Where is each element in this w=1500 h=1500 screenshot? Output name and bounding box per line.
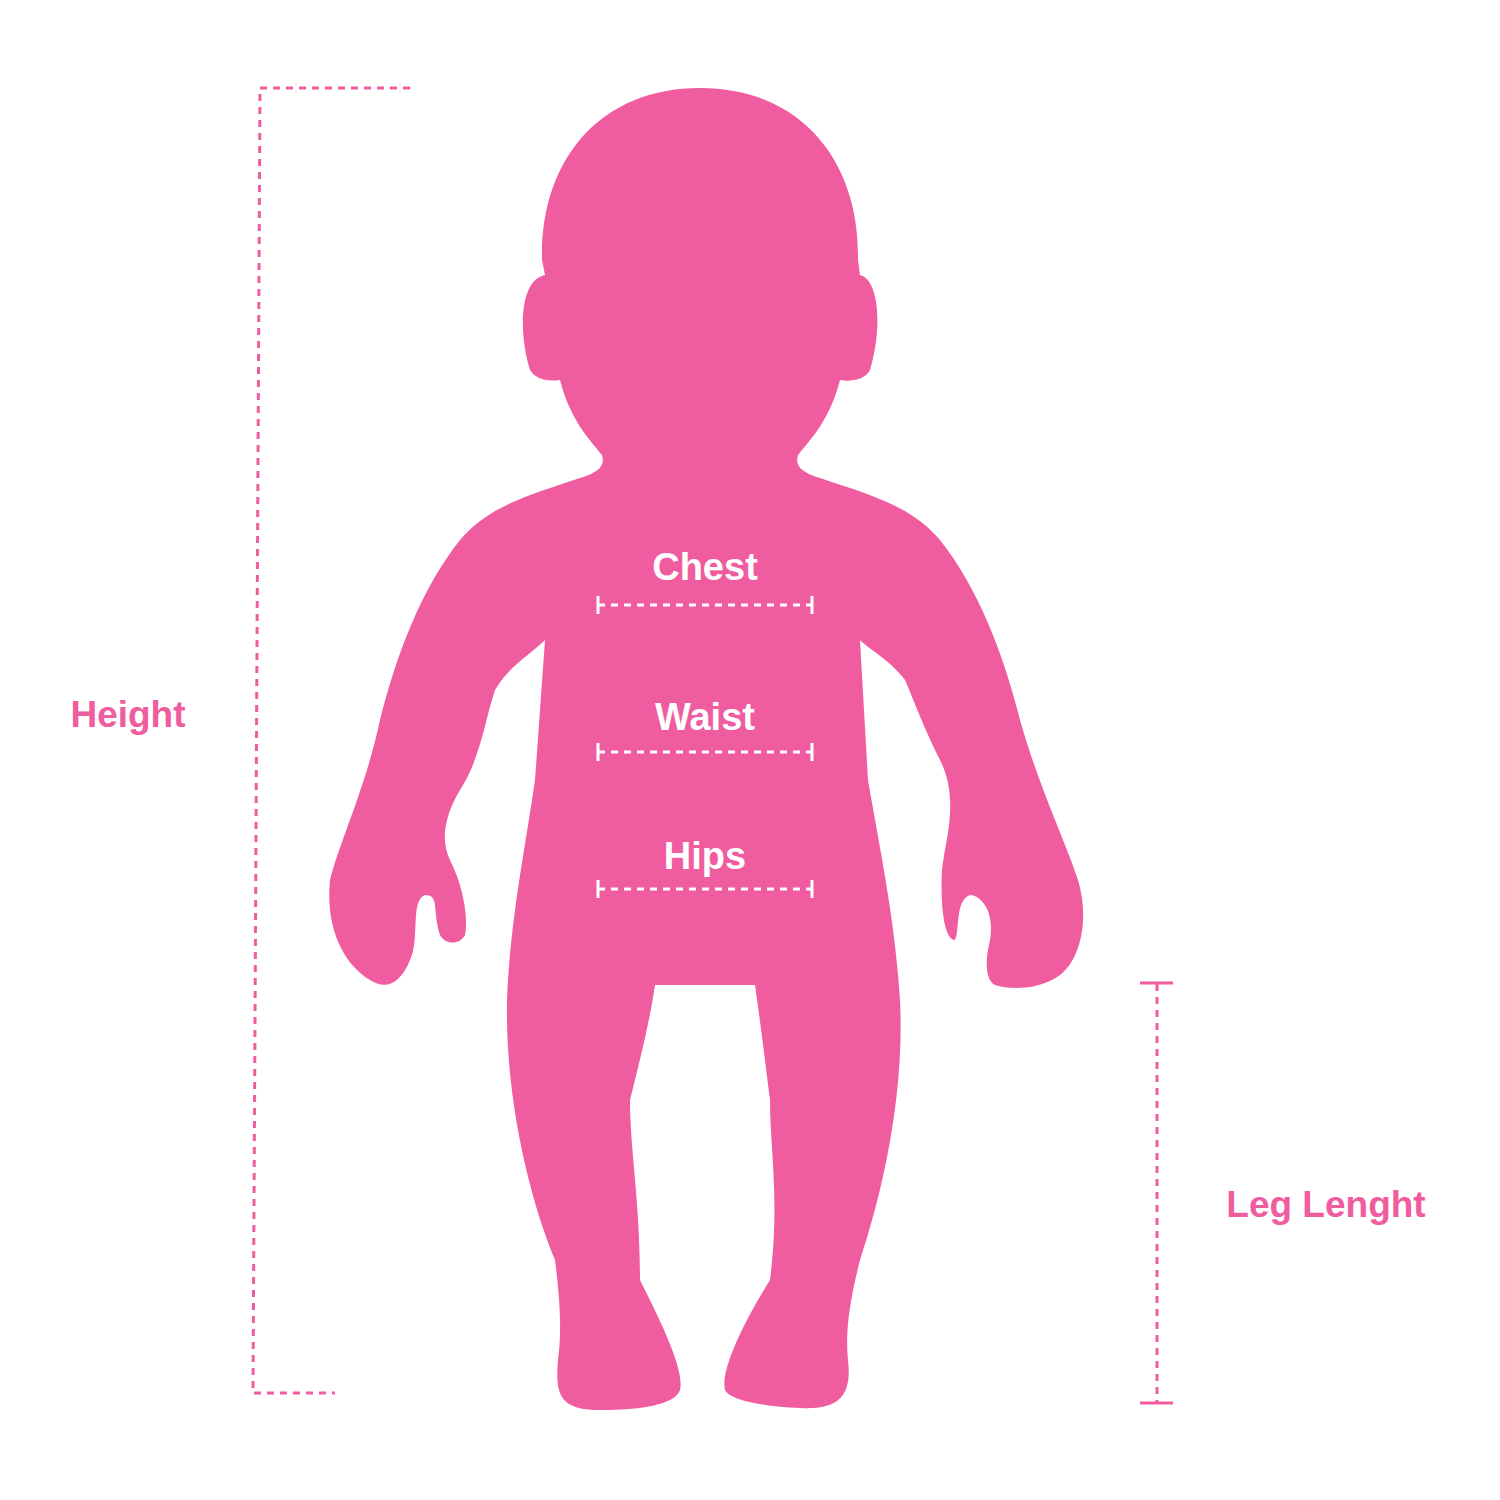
bracket-line: [253, 88, 410, 1393]
leg-caps: [1140, 983, 1173, 1403]
chest-line: [598, 604, 812, 607]
leg-length-bracket: [1140, 983, 1173, 1403]
dimension-label: Leg Lenght: [1226, 1185, 1425, 1226]
measure-label: Waist: [655, 697, 755, 739]
measure-label: Hips: [664, 836, 746, 878]
waist-line: [598, 751, 812, 754]
baby-silhouette: [329, 88, 1083, 1410]
leg-line: [1156, 984, 1159, 1402]
line-ticks: [598, 596, 812, 898]
hips-line: [598, 888, 812, 891]
body-measure-lines: [598, 596, 812, 898]
height-bracket: [253, 88, 410, 1393]
dimension-label: Height: [70, 695, 185, 736]
measure-label: Chest: [652, 547, 758, 589]
